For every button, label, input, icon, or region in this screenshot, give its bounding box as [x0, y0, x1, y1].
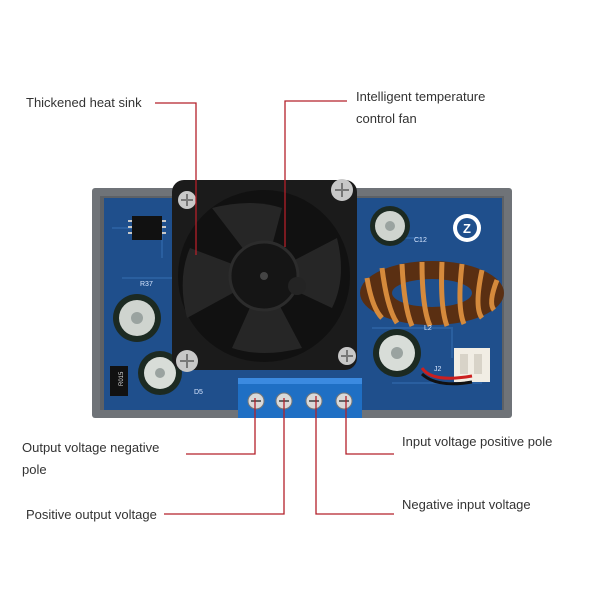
resistor-r015 [110, 366, 128, 396]
callout-input-positive [345, 396, 394, 455]
board-label-r37: R37 [140, 281, 153, 288]
screw-top-right [331, 179, 353, 201]
fan-label-line2: control fan [356, 111, 417, 126]
output-positive-label: Positive output voltage [26, 507, 157, 522]
capacitor-right-top [370, 206, 410, 246]
callout-input-negative [315, 396, 394, 515]
svg-text:Z: Z [463, 221, 471, 236]
svg-text:L2: L2 [424, 325, 432, 332]
cooling-fan [172, 180, 357, 370]
callout-output-positive [164, 398, 285, 515]
svg-text:C12: C12 [414, 237, 427, 244]
svg-text:D5: D5 [194, 389, 203, 396]
svg-text:J2: J2 [434, 366, 442, 373]
toroid-inductor [360, 261, 504, 328]
brand-logo: Z [453, 214, 481, 242]
heat-sink-label: Thickened heat sink [26, 95, 142, 110]
input-negative-label: Negative input voltage [402, 497, 531, 512]
screw-top-left [178, 191, 196, 209]
callout-heatsink [155, 102, 197, 255]
fan-label: Intelligent temperature control fan [356, 86, 556, 130]
screw-bottom-left [176, 350, 198, 372]
callout-fan [284, 100, 347, 247]
capacitor-left-bottom [138, 351, 182, 395]
output-negative-line2: pole [22, 462, 47, 477]
capacitor-left-top [113, 294, 161, 342]
fan-label-line1: Intelligent temperature [356, 89, 486, 104]
input-positive-label: Input voltage positive pole [402, 434, 553, 449]
svg-text:R015: R015 [119, 371, 125, 386]
capacitor-right-bottom [373, 329, 421, 377]
callout-output-negative [186, 398, 256, 455]
ic-chip [132, 216, 162, 240]
output-negative-line1: Output voltage negative [22, 440, 160, 455]
screw-bottom-right [338, 347, 356, 365]
output-negative-label: Output voltage negative pole [22, 437, 222, 481]
terminal-block [238, 378, 362, 418]
product-photo: R37 R015 D5 C12 Z [92, 179, 512, 418]
